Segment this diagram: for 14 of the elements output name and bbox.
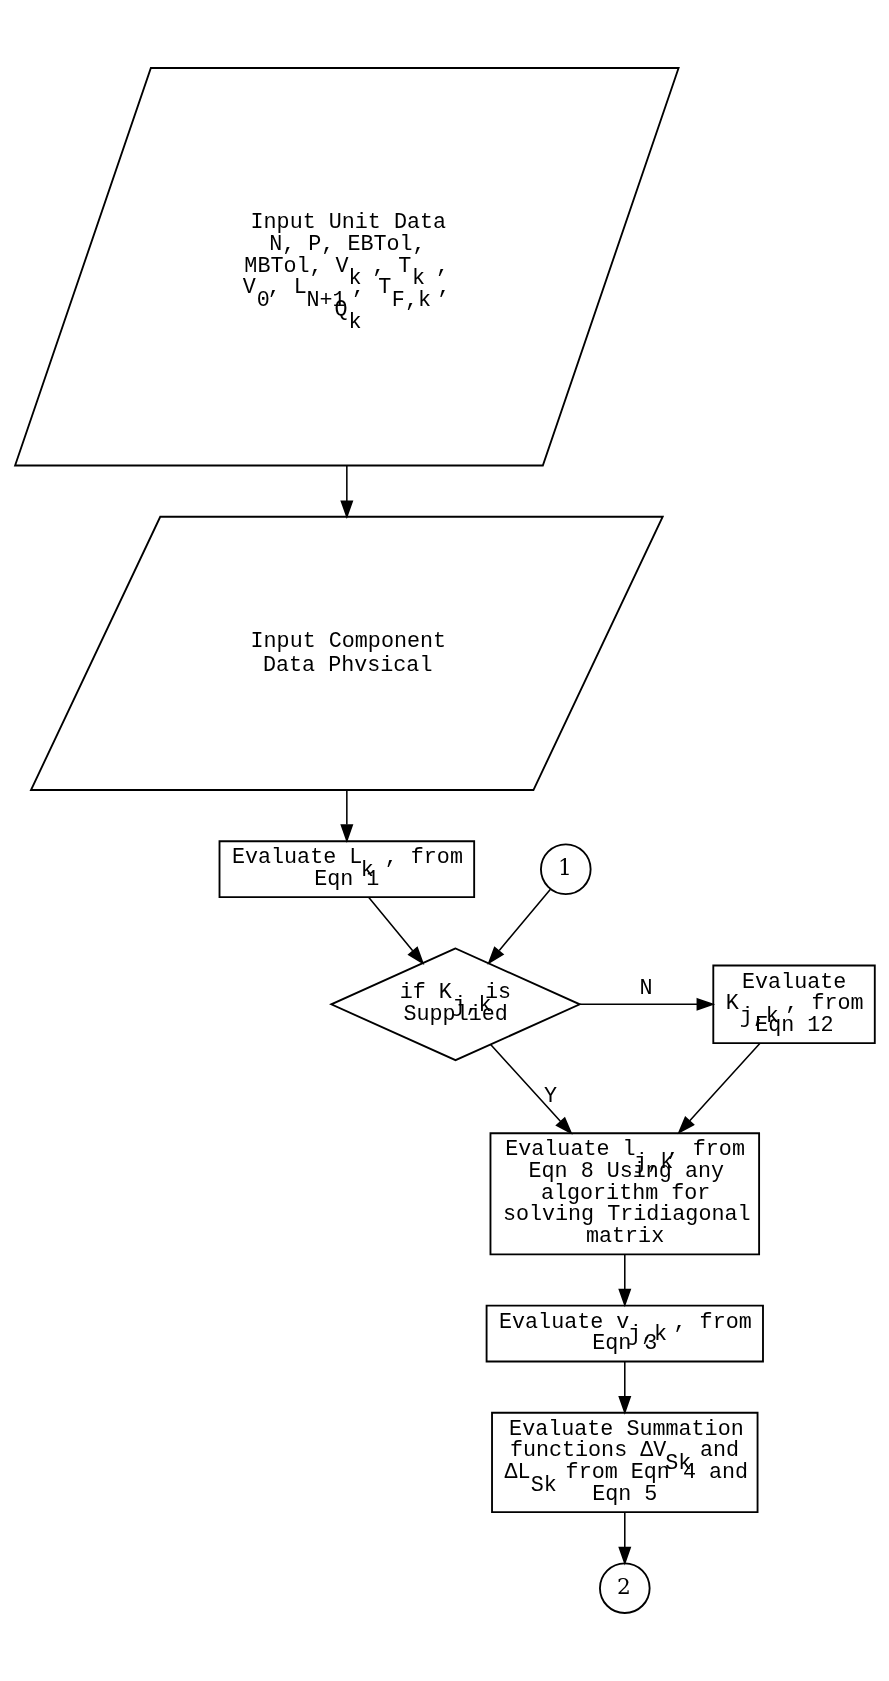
arrow <box>676 1042 761 1135</box>
arrow <box>578 997 715 1011</box>
arrow <box>489 1043 573 1135</box>
arrow <box>339 464 353 520</box>
arrow <box>339 789 353 843</box>
arrow <box>617 1253 631 1308</box>
node-circle: 1 <box>539 843 592 895</box>
arrow <box>367 896 424 965</box>
arrow <box>617 1511 631 1566</box>
arrow <box>617 1360 631 1415</box>
edge-label: N <box>639 975 653 1001</box>
node-circle: 2 <box>598 1562 651 1614</box>
arrow <box>486 888 551 965</box>
edge-label: Y <box>543 1084 557 1110</box>
